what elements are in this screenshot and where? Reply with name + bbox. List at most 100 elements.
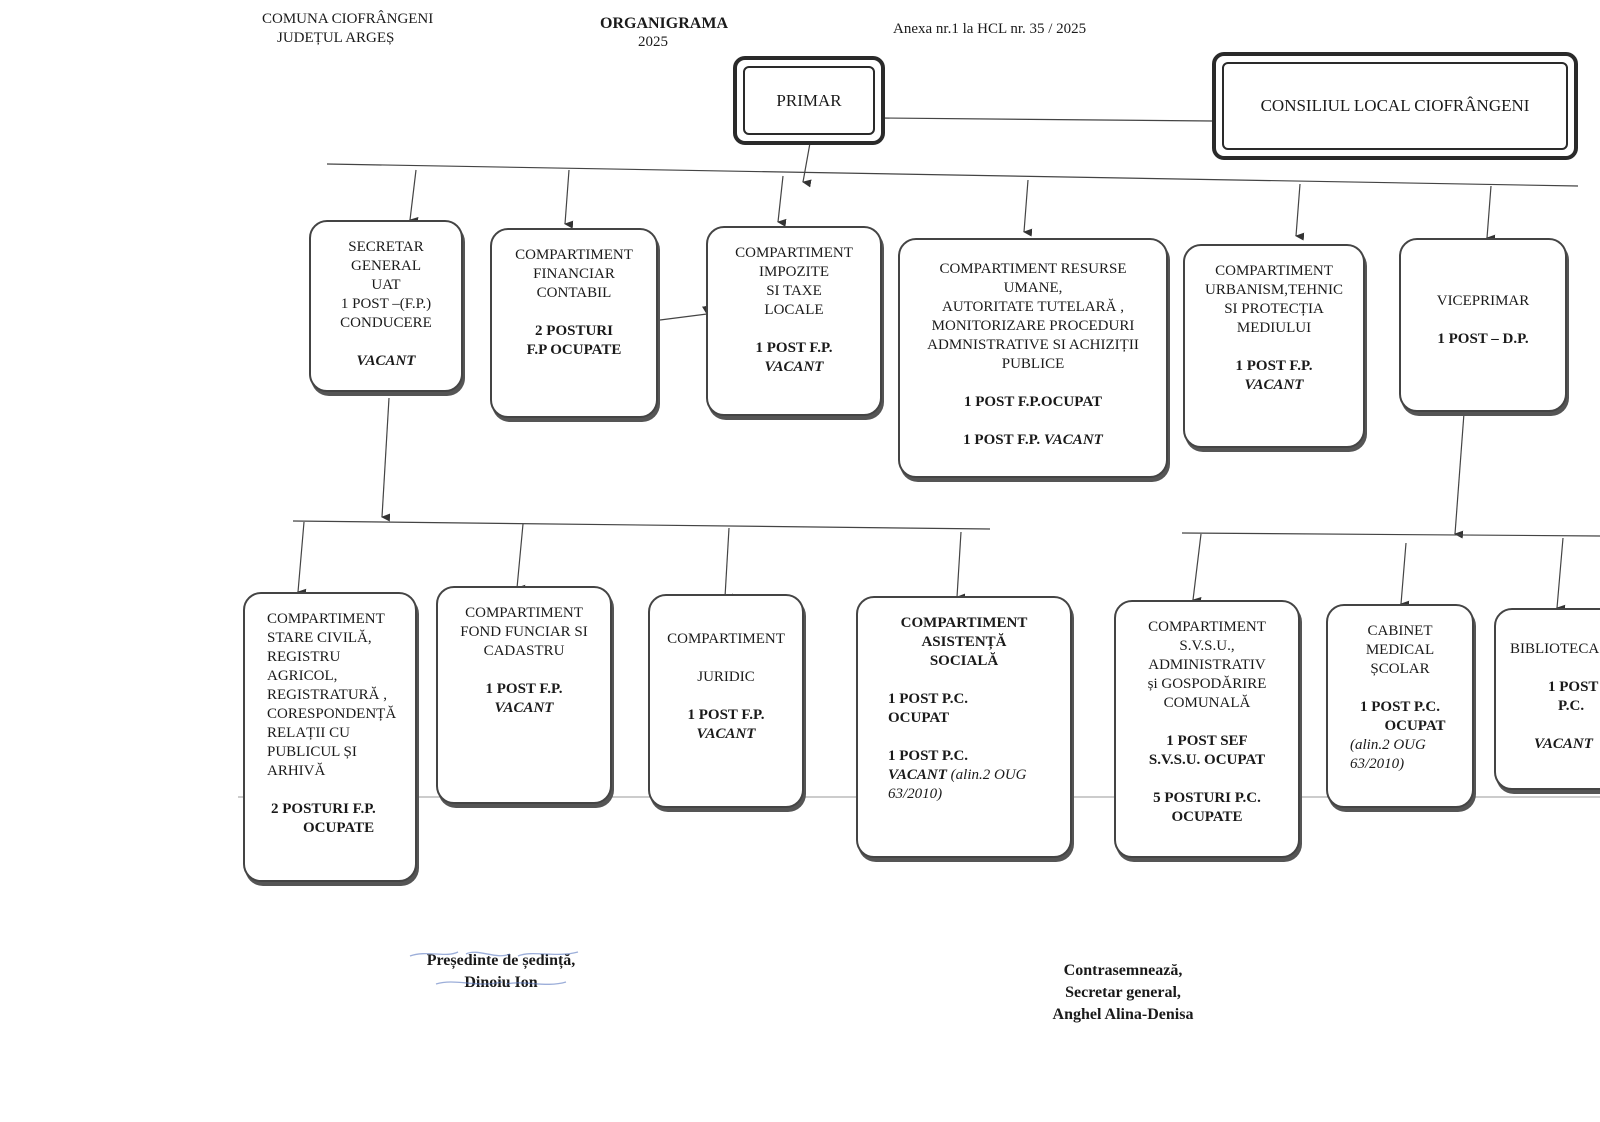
- resurse-post-vacant-status: VACANT: [1043, 432, 1103, 448]
- biblioteca-l1: BIBLIOTECA: [1510, 641, 1600, 657]
- arrow-viceprimar: [1486, 185, 1496, 243]
- document-title: ORGANIGRAMA: [600, 15, 728, 32]
- asistenta-l3: SOCIALĂ: [929, 653, 999, 669]
- svsu-sef-post: 1 POST SEF: [1166, 733, 1248, 749]
- financiar-l2: FINANCIAR: [533, 266, 615, 282]
- commune-header: COMUNA CIOFRÂNGENI JUDEȚUL ARGEȘ: [262, 10, 433, 48]
- urbanism-box: COMPARTIMENT URBANISM,TEHNIC SI PROTECȚI…: [1183, 244, 1365, 448]
- impozite-l2: IMPOZITE: [759, 264, 829, 280]
- cabinet-status: OCUPAT: [1384, 718, 1446, 734]
- secretar-general-box: SECRETAR GENERAL UAT 1 POST –(F.P.) COND…: [309, 220, 463, 392]
- cabinet-l3: ȘCOLAR: [1370, 661, 1430, 677]
- stare-civila-l6: CORESPONDENȚĂ: [267, 706, 397, 722]
- financiar-l3: CONTABIL: [536, 285, 612, 301]
- biblioteca-posts-2: P.C.: [1558, 698, 1585, 714]
- arrow-viceprimar-down: [1454, 412, 1465, 539]
- row2-right-bus-line: [1181, 532, 1600, 537]
- asistenta-post-1-status: OCUPAT: [888, 710, 950, 726]
- impozite-status: VACANT: [764, 359, 824, 375]
- asistenta-post-2-note: (alin.2 OUG: [946, 767, 1027, 783]
- svsu-l4: și GOSPODĂRIRE: [1147, 676, 1267, 692]
- presedinte-title: Președinte de ședință,: [426, 952, 576, 969]
- resurse-post-occupied: 1 POST F.P.OCUPAT: [963, 394, 1103, 410]
- consiliu-local-label: CONSILIUL LOCAL CIOFRÂNGENI: [1222, 62, 1568, 150]
- resurse-umane-box: COMPARTIMENT RESURSE UMANE, AUTORITATE T…: [898, 238, 1168, 478]
- urbanism-l3: SI PROTECȚIA: [1224, 301, 1324, 317]
- svsu-box: COMPARTIMENT S.V.S.U., ADMINISTRATIV și …: [1114, 600, 1300, 858]
- cabinet-note-1: (alin.2 OUG: [1350, 737, 1426, 753]
- impozite-posts: 1 POST F.P.: [755, 340, 833, 356]
- arrow-fond-funciar: [516, 523, 526, 593]
- arrow-financiar-impozite: [659, 305, 710, 321]
- cabinet-posts: 1 POST P.C.: [1359, 699, 1441, 715]
- asistenta-post-2-status: VACANT: [888, 767, 947, 783]
- svsu-l5: COMUNALĂ: [1163, 695, 1251, 711]
- biblioteca-status: VACANT: [1534, 736, 1593, 752]
- juridic-status: VACANT: [696, 726, 756, 742]
- arrow-financiar: [564, 169, 574, 229]
- stare-civila-l9: ARHIVĂ: [267, 763, 326, 779]
- contrasemneaza-label: Contrasemnează,: [1063, 962, 1183, 979]
- stare-civila-l8: PUBLICUL ȘI: [267, 744, 357, 760]
- juridic-posts: 1 POST F.P.: [687, 707, 765, 723]
- impozite-l3: SI TAXE: [766, 283, 822, 299]
- financiar-posts-1: 2 POSTURI: [535, 323, 613, 339]
- asistenta-post-2: 1 POST P.C.: [888, 748, 969, 764]
- secretar-status: VACANT: [356, 353, 416, 369]
- arrow-svsu: [1192, 533, 1202, 605]
- asistenta-sociala-box: COMPARTIMENT ASISTENȚĂ SOCIALĂ 1 POST P.…: [856, 596, 1072, 858]
- urbanism-l2: URBANISM,TEHNIC: [1205, 282, 1343, 298]
- row1-bus-line: [326, 163, 1579, 187]
- asistenta-post-2-note-2: 63/2010): [888, 786, 943, 802]
- biblioteca-posts-1: 1 POST: [1548, 679, 1599, 695]
- fond-funciar-status: VACANT: [494, 700, 554, 716]
- primar-box: PRIMAR: [733, 56, 885, 145]
- secretar-general-name: Anghel Alina-Denisa: [1052, 1006, 1194, 1023]
- consiliu-local-box: CONSILIUL LOCAL CIOFRÂNGENI: [1212, 52, 1578, 160]
- juridic-l2: JURIDIC: [697, 669, 755, 685]
- urbanism-l4: MEDIULUI: [1236, 320, 1312, 336]
- urbanism-status: VACANT: [1244, 377, 1304, 393]
- resurse-l2: UMANE,: [1003, 280, 1063, 296]
- annex-reference: Anexa nr.1 la HCL nr. 35 / 2025: [893, 21, 1087, 37]
- stare-civila-l1: COMPARTIMENT: [267, 611, 385, 627]
- arrow-impozite: [777, 175, 787, 227]
- fond-funciar-posts: 1 POST F.P.: [485, 681, 563, 697]
- cabinet-l1: CABINET: [1367, 623, 1433, 639]
- fond-funciar-l3: CADASTRU: [483, 643, 565, 659]
- viceprimar-label: VICEPRIMAR: [1436, 293, 1530, 309]
- svsu-sef-status: S.V.S.U. OCUPAT: [1148, 752, 1266, 768]
- secretar-l1: SECRETAR: [348, 239, 424, 255]
- arrow-juridic: [724, 527, 734, 602]
- svsu-l3: ADMINISTRATIV: [1148, 657, 1266, 673]
- stare-civila-posts-2: OCUPATE: [303, 820, 375, 836]
- handwritten-signature-blue: [409, 951, 579, 985]
- impozite-l4: LOCALE: [764, 302, 824, 318]
- resurse-l5: ADMNISTRATIVE SI ACHIZIȚII: [927, 337, 1139, 353]
- svsu-posts: 5 POSTURI P.C.: [1153, 790, 1261, 806]
- financiar-l1: COMPARTIMENT: [515, 247, 633, 263]
- primar-label: PRIMAR: [743, 66, 875, 135]
- arrow-secretar: [409, 169, 419, 225]
- arrow-asistenta: [956, 531, 966, 602]
- cabinet-medical-box: CABINET MEDICAL ȘCOLAR 1 POST P.C. OCUPA…: [1326, 604, 1474, 808]
- svsu-l1: COMPARTIMENT: [1148, 619, 1266, 635]
- arrow-resurse: [1023, 179, 1033, 237]
- signature-contrasemneaza: Contrasemnează, Secretar general, Anghel…: [1018, 960, 1228, 1026]
- biblioteca-box: BIBLIOTECA 1 POST P.C. VACANT: [1494, 608, 1600, 790]
- asistenta-l1: COMPARTIMENT: [900, 615, 1028, 631]
- stare-civila-posts-1: 2 POSTURI F.P.: [271, 801, 376, 817]
- viceprimar-posts: 1 POST – D.P.: [1437, 331, 1529, 347]
- resurse-l6: PUBLICE: [1001, 356, 1065, 372]
- svsu-l2: S.V.S.U.,: [1179, 638, 1235, 654]
- secretar-l5: CONDUCERE: [340, 315, 432, 331]
- cabinet-l2: MEDICAL: [1365, 642, 1435, 658]
- svsu-posts-status: OCUPATE: [1171, 809, 1243, 825]
- commune-name: COMUNA CIOFRÂNGENI: [262, 11, 434, 27]
- document-year: 2025: [638, 34, 668, 50]
- fond-funciar-box: COMPARTIMENT FOND FUNCIAR SI CADASTRU 1 …: [436, 586, 612, 804]
- arrow-cabinet: [1400, 542, 1410, 609]
- stare-civila-box: COMPARTIMENT STARE CIVILĂ, REGISTRU AGRI…: [243, 592, 417, 882]
- juridic-box: COMPARTIMENT JURIDIC 1 POST F.P. VACANT: [648, 594, 804, 808]
